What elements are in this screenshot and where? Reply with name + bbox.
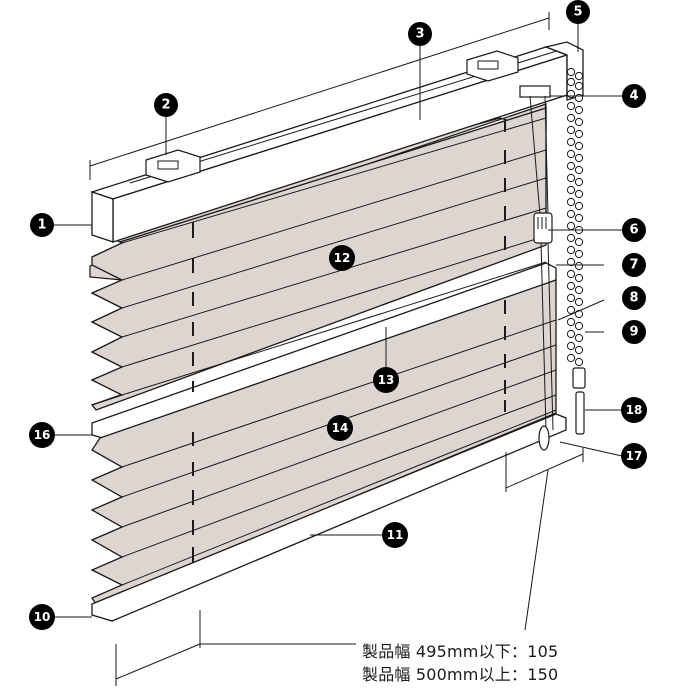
- callout-18: 18: [621, 397, 647, 423]
- callout-1-label: 1: [37, 218, 46, 233]
- callout-4-label: 4: [629, 89, 638, 104]
- leader-lines: [54, 22, 623, 618]
- bottom-rail: [91, 413, 567, 622]
- headrail-endcap: [91, 191, 114, 243]
- right-endcap: [543, 41, 584, 101]
- chain-weight: [572, 367, 586, 435]
- callout-10-label: 10: [34, 610, 51, 624]
- callout-14: 14: [327, 415, 353, 441]
- callout-16-label: 16: [34, 428, 51, 442]
- callout-11: 11: [382, 522, 408, 548]
- callout-2: 2: [154, 93, 178, 117]
- callout-1: 1: [30, 213, 54, 237]
- callout-4: 4: [622, 84, 646, 108]
- callout-9-label: 9: [629, 325, 638, 340]
- callout-17: 17: [621, 443, 647, 469]
- callout-8: 8: [622, 286, 646, 310]
- callout-2-label: 2: [161, 98, 170, 113]
- callout-5-label: 5: [573, 5, 582, 20]
- width-note-495: 製品幅 495mm以下：105: [362, 642, 559, 661]
- bracket-left: [145, 149, 201, 183]
- blind-illustration: [54, 12, 623, 686]
- width-note-500: 製品幅 500mm以上：150: [362, 665, 559, 684]
- callout-7-label: 7: [629, 258, 638, 273]
- callout-8-label: 8: [629, 291, 638, 306]
- callout-10: 10: [29, 604, 55, 630]
- callout-13-label: 13: [378, 373, 395, 387]
- cord-lock: [519, 85, 551, 98]
- callout-14-label: 14: [332, 421, 349, 435]
- upper-pleat-fabric: [90, 107, 547, 411]
- callout-6: 6: [622, 218, 646, 242]
- callout-12: 12: [329, 245, 355, 271]
- callout-12-label: 12: [334, 251, 351, 265]
- callout-18-label: 18: [626, 403, 643, 417]
- operating-cords: [529, 95, 554, 431]
- callout-9: 9: [622, 320, 646, 344]
- bead-chain: [566, 67, 584, 367]
- callout-7: 7: [622, 253, 646, 277]
- callout-3: 3: [408, 22, 432, 46]
- cord-holes: [192, 120, 506, 563]
- callout-11-label: 11: [387, 528, 404, 542]
- callout-3-label: 3: [415, 27, 424, 42]
- callout-6-label: 6: [629, 223, 638, 238]
- callout-17-label: 17: [626, 449, 643, 463]
- callout-13: 13: [373, 367, 399, 393]
- bracket-right: [466, 50, 519, 82]
- callout-16: 16: [29, 422, 55, 448]
- callout-5: 5: [566, 0, 590, 24]
- cord-tassel: [533, 212, 553, 451]
